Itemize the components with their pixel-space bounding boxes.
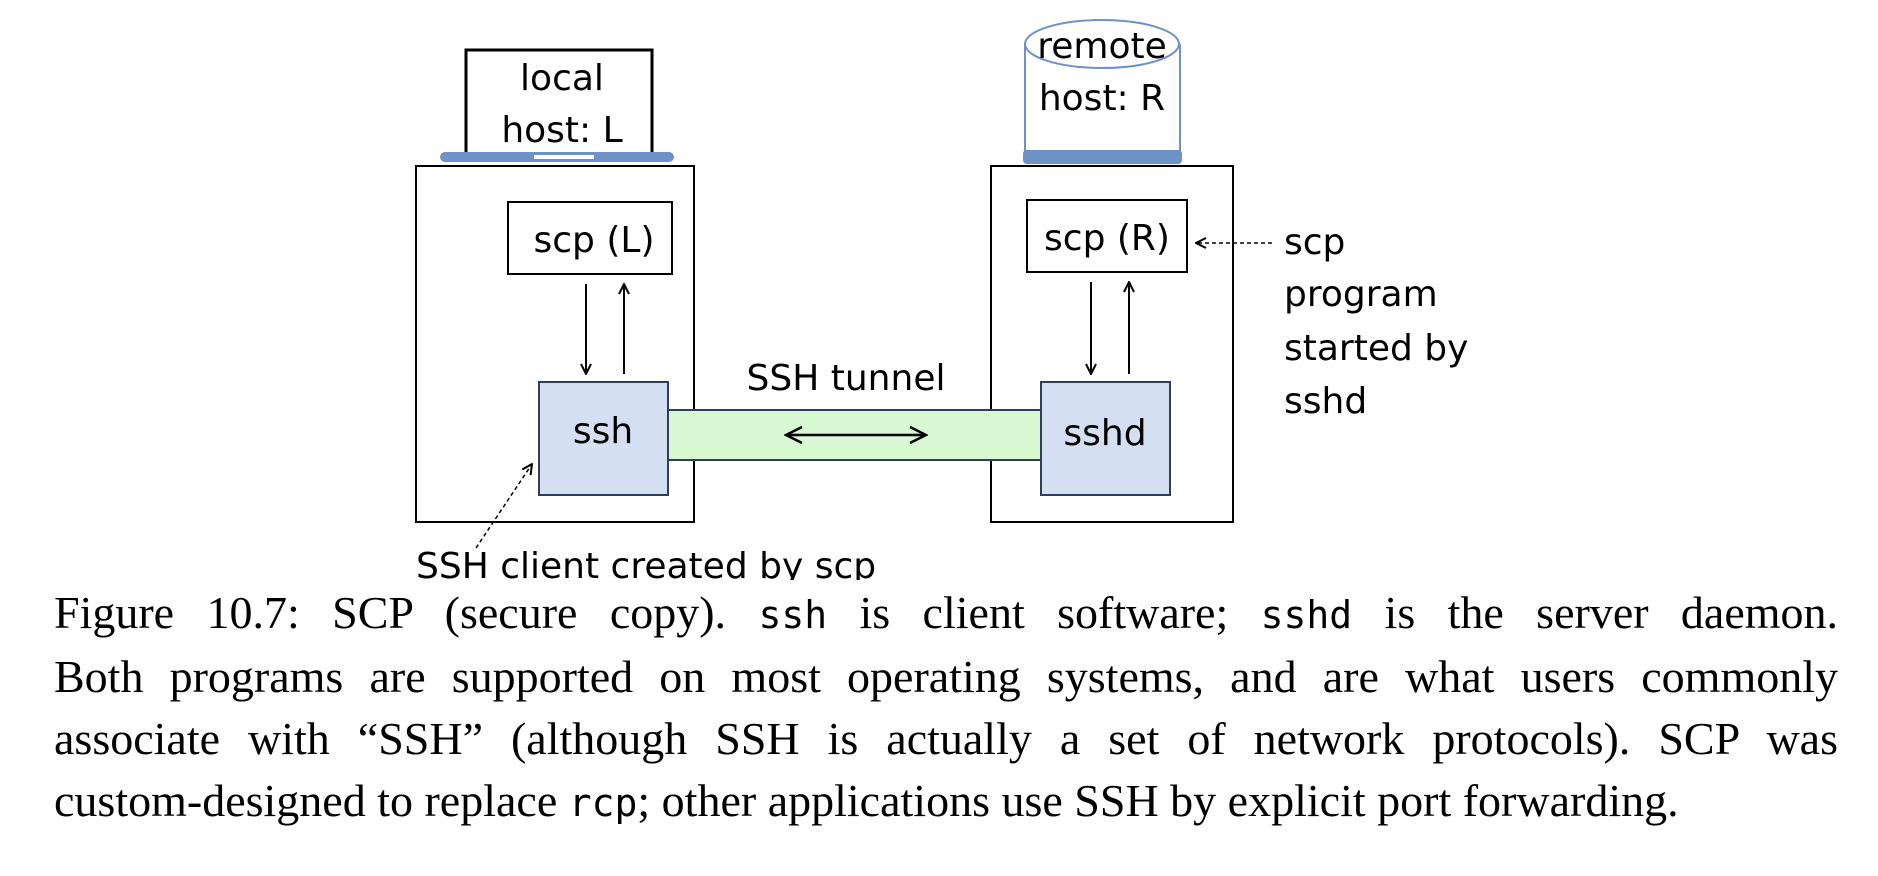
caption-text: custom-designed to replace [54,775,558,826]
remote-host-line1: remote [1037,26,1167,67]
remote-note-line3: started by [1284,328,1468,369]
caption-line-1: Figure 10.7: SCP (secure copy). ssh is c… [54,582,1838,646]
scp-local-box [507,201,673,275]
figure-caption: Figure 10.7: SCP (secure copy). ssh is c… [54,582,1838,834]
local-host-line2: host: L [501,110,622,151]
scp-remote-label: scp (R) [1044,218,1170,259]
local-host-laptop-icon: local host: L [440,48,674,162]
remote-host-server-icon: remote host: R [1023,19,1182,164]
ssh-tunnel-label: SSH tunnel [747,358,946,399]
client-note: SSH client created by scp [416,546,876,580]
remote-note-line4: sshd [1284,381,1367,422]
scp-local-label: scp (L) [534,220,655,261]
ssh-process-box [538,381,669,496]
caption-code-rcp: rcp [568,781,638,825]
remote-machine-box [990,165,1234,523]
caption-code-sshd: sshd [1260,593,1353,637]
sshd-process-box [1040,381,1171,496]
scp-diagram: local host: L remote host: R SSH tunnel … [415,19,1468,580]
caption-line-3: associate with “SSH” (although SSH is ac… [54,713,1838,764]
sshd-label: sshd [1063,413,1146,454]
caption-text: is the server daemon. [1384,587,1839,638]
local-machine-box [415,165,695,523]
ssh-label: ssh [573,411,633,452]
client-note-pointer [475,464,532,549]
caption-line-4: custom-designed to replace rcp; other ap… [54,770,1838,834]
local-host-line1: local [520,58,604,99]
caption-text: is client software; [859,587,1229,638]
remote-note-line2: program [1284,274,1438,315]
server-base [1023,150,1182,164]
caption-code-ssh: ssh [758,593,828,637]
remote-note-line1: scp [1284,222,1345,263]
scp-remote-box [1026,199,1188,273]
caption-figure-label: Figure 10.7: SCP (secure copy). [54,587,727,638]
caption-text: ; other applications use SSH by explicit… [637,775,1679,826]
caption-line-2: Both programs are supported on most oper… [54,651,1838,702]
remote-host-line2: host: R [1039,78,1165,119]
